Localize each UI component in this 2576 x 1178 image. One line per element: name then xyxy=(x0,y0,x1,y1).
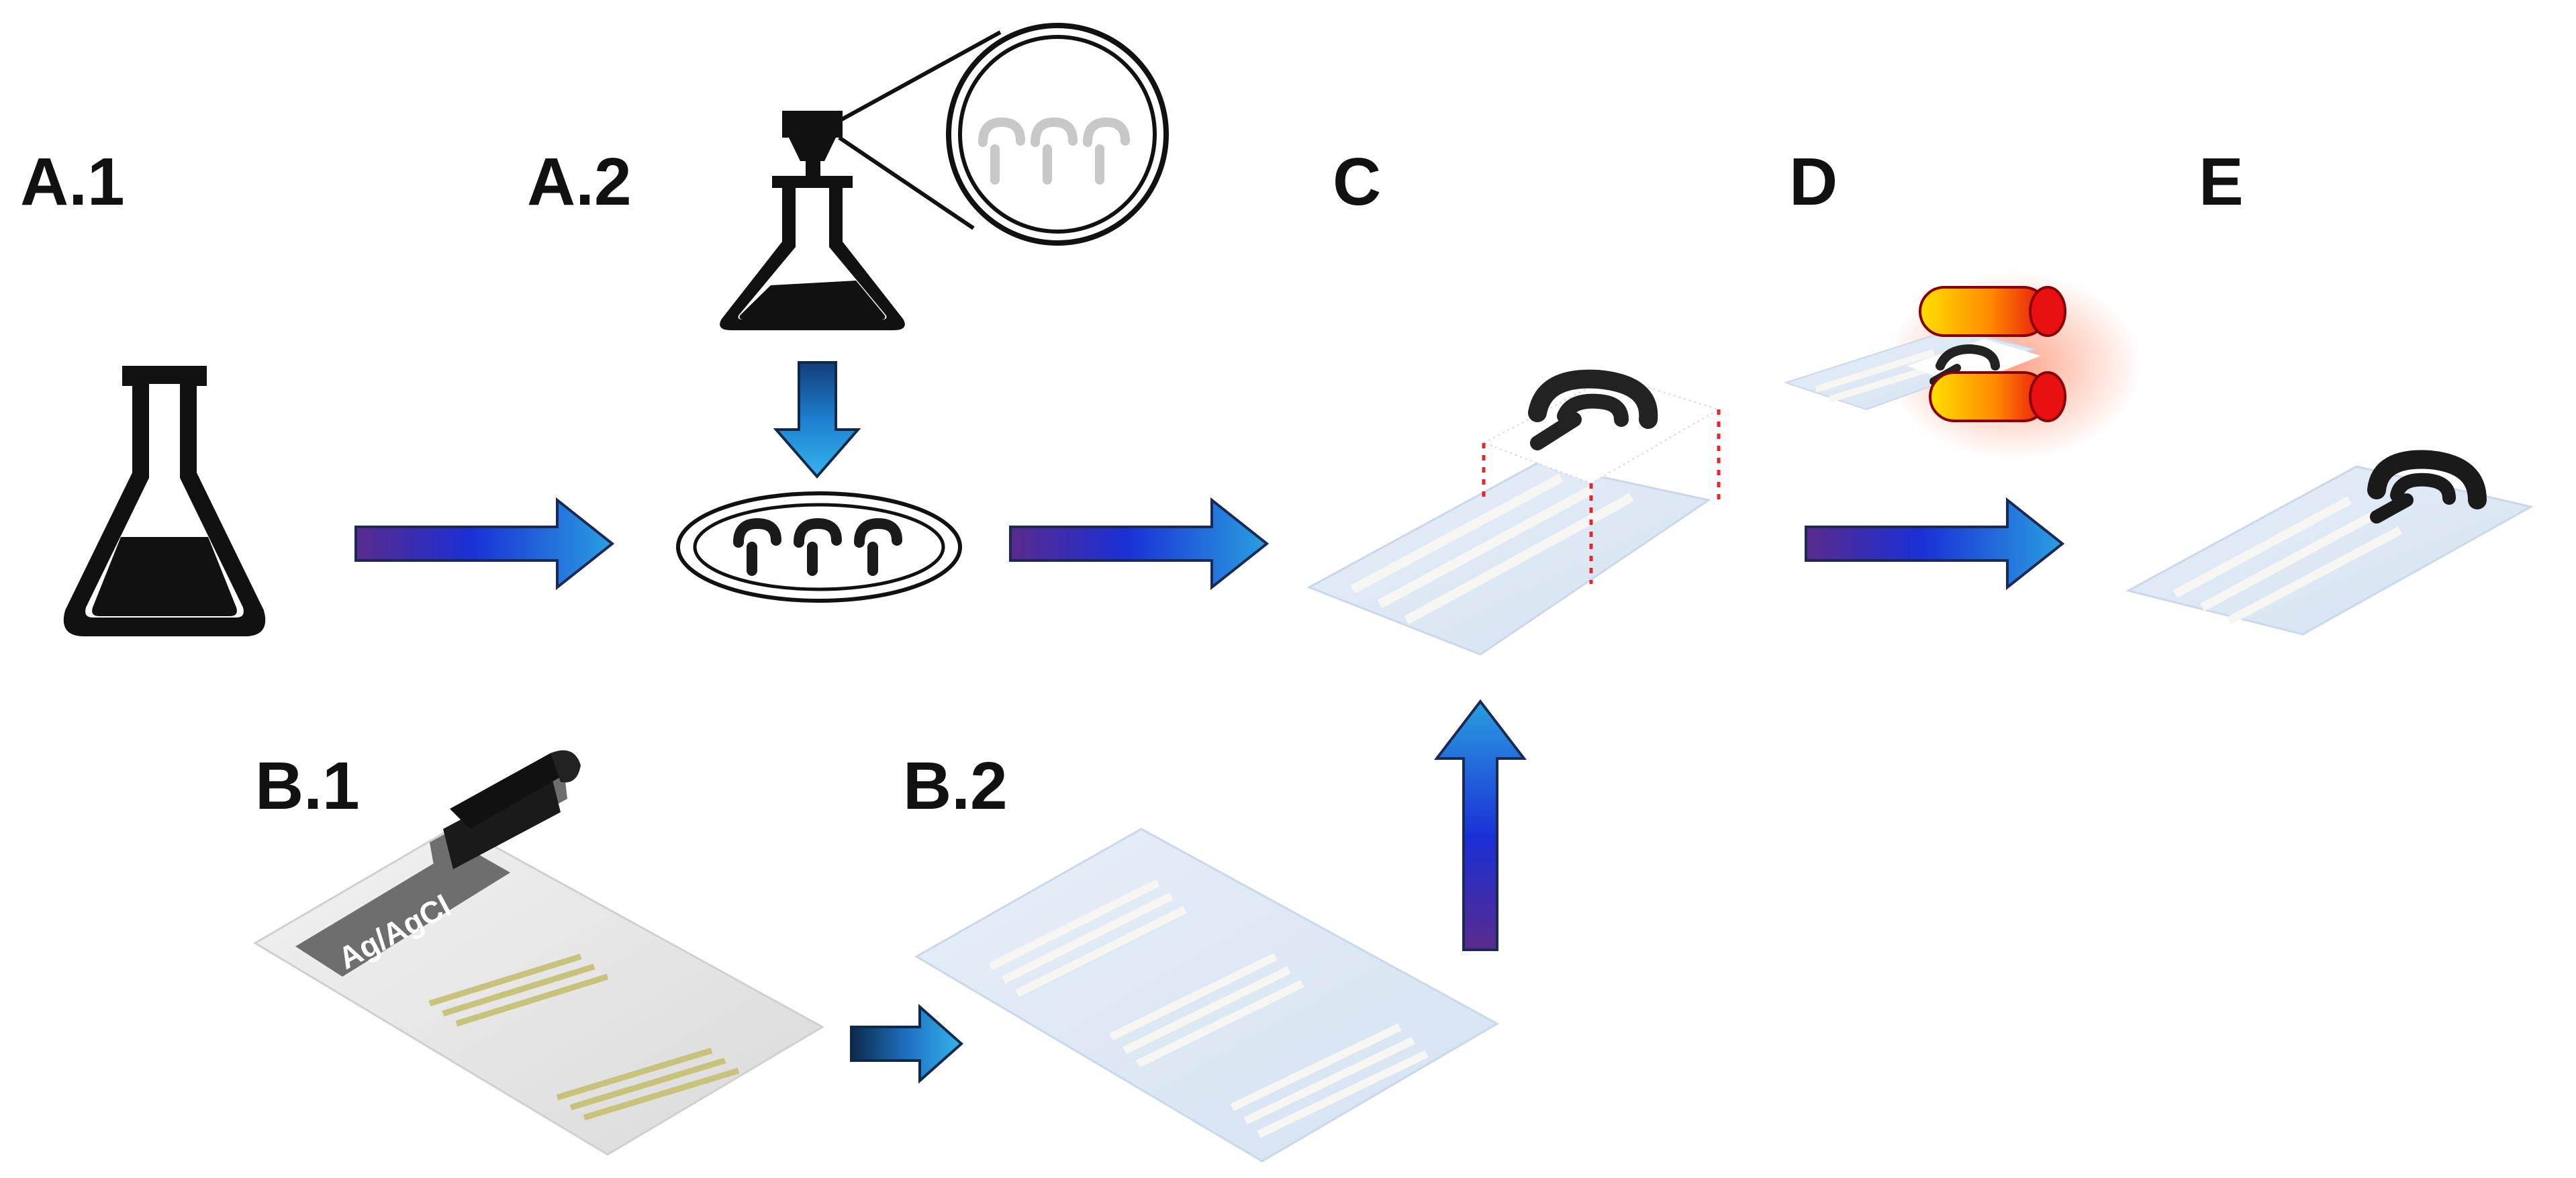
label-c: C xyxy=(1333,144,1381,219)
filter-flask-icon xyxy=(720,111,905,330)
arrow-a2-c xyxy=(1009,497,1270,591)
label-e: E xyxy=(2199,144,2244,219)
final-electrode-e xyxy=(2125,450,2534,636)
label-a1: A.1 xyxy=(20,144,125,219)
label-a2: A.2 xyxy=(527,144,632,219)
petri-dish-icon xyxy=(676,491,962,603)
arrow-a2-down xyxy=(773,361,861,479)
label-b1: B.1 xyxy=(255,748,360,824)
printed-sheet-b2 xyxy=(914,828,1500,1163)
arrow-a1-a2 xyxy=(354,497,615,591)
label-d: D xyxy=(1789,144,1838,219)
arrow-b2-c xyxy=(1433,699,1527,951)
electrode-paper-c xyxy=(1306,462,1711,656)
electrode-print-c xyxy=(1482,369,1721,485)
arrow-b1-b2 xyxy=(850,1003,964,1084)
label-b2: B.2 xyxy=(903,748,1008,824)
alignment-guides xyxy=(1482,409,1721,584)
screen-print-sheet: Ag/AgCl xyxy=(253,824,825,1156)
arrow-d-e xyxy=(1805,497,2065,591)
flask-icon xyxy=(63,366,266,636)
hot-roller-icon xyxy=(1783,272,2142,460)
squeegee-icon xyxy=(430,750,581,873)
magnifier-icon xyxy=(838,23,1169,246)
